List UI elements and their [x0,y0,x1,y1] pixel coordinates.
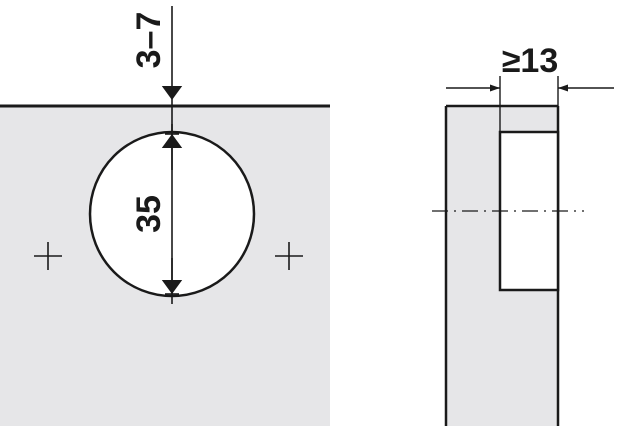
cup-diameter-dimension: 35 [130,124,183,304]
drilling-depth-dimension: ≥13 [446,42,614,132]
edge-distance-label: 3–7 [130,12,168,69]
screw-hole-right-marker [275,242,303,270]
screw-hole-left-marker [34,242,62,270]
cup-diameter-label: 35 [130,195,168,233]
drilling-depth-label: ≥13 [502,42,558,80]
front-view: 3–7 35 [0,6,330,426]
side-view: ≥13 [432,42,614,426]
